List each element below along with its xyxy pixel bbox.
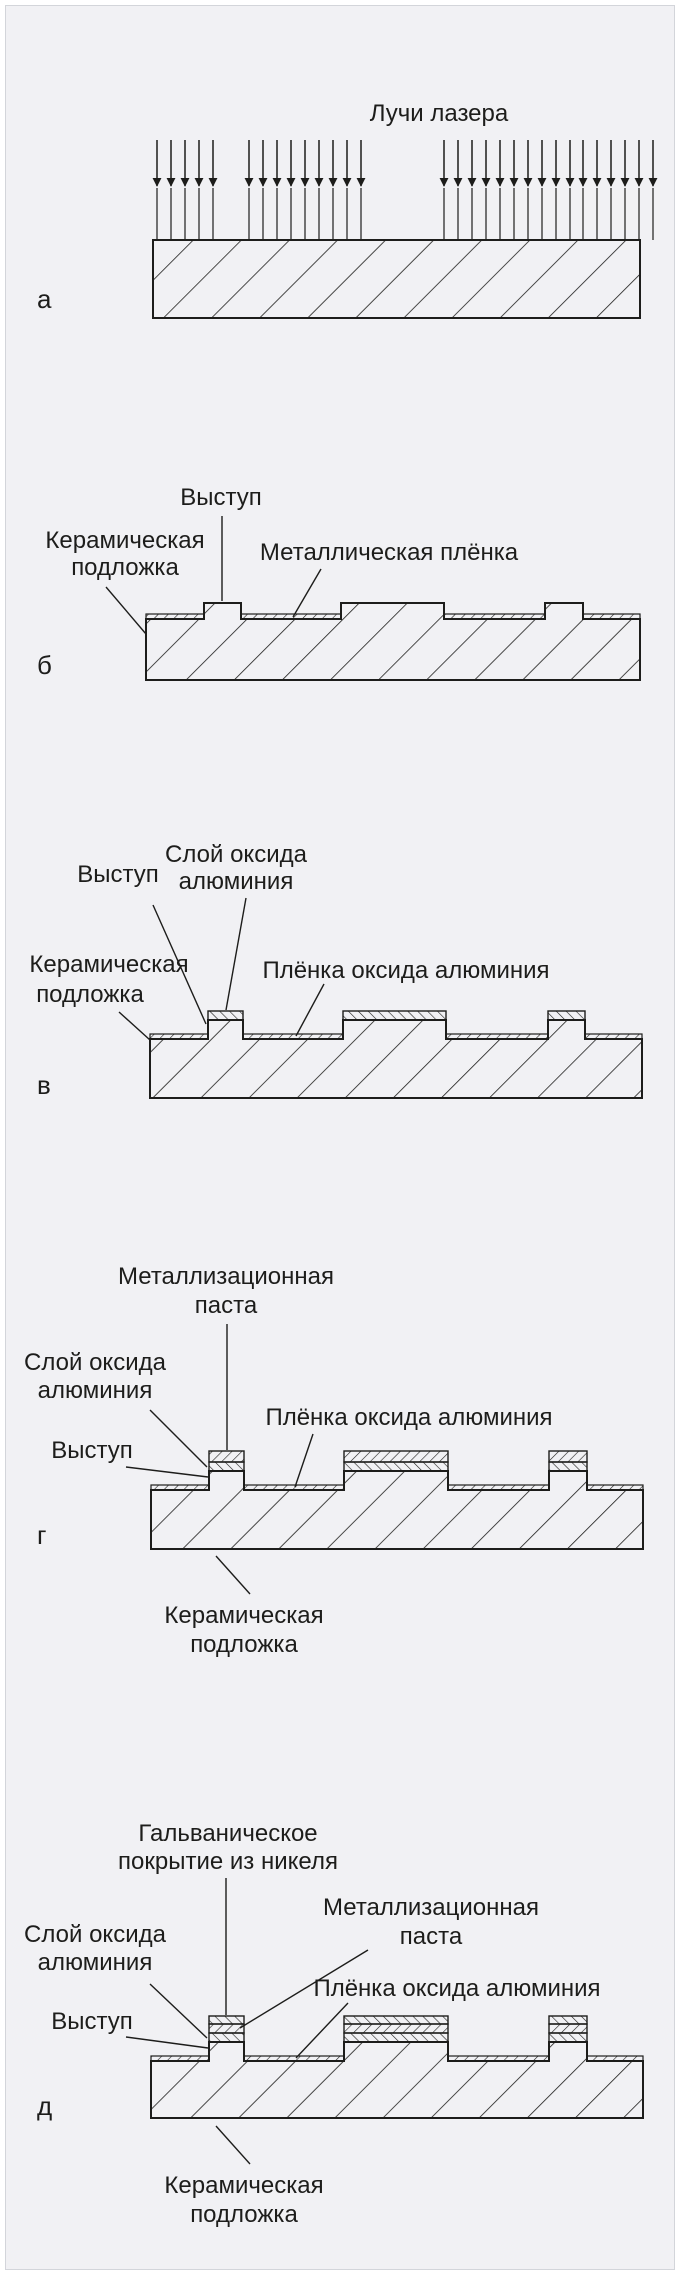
oxide-film-d (586, 1484, 644, 1491)
metallization-paste-d (548, 1450, 588, 1463)
metallization-paste-d (208, 1450, 245, 1463)
panel-d-tag: г (37, 1520, 46, 1550)
oxide-layer-c (342, 1010, 447, 1021)
metal-film-b (240, 613, 342, 620)
metal-film-b (145, 613, 205, 620)
metal-film-label-b: Металлическая плёнка (260, 539, 519, 566)
panel-b-tag: б (37, 650, 52, 680)
oxide-film-label-e: Плёнка оксида алюминия (313, 1975, 600, 2002)
nickel-plating-e (548, 2015, 588, 2025)
panel-e-tag: д (37, 2091, 52, 2121)
oxide-layer-label-d-line1: Слой оксида (24, 1349, 167, 1376)
laser-beams-label: Лучи лазера (370, 100, 509, 127)
oxide-layer-d (548, 1461, 588, 1472)
protrusion-label-b: Выступ (180, 484, 262, 511)
oxide-layer-label-c-line2: алюминия (179, 868, 294, 895)
ceramic-substrate-a (152, 239, 641, 319)
metallization-paste-e (208, 2023, 245, 2034)
ceramic-substrate-e (150, 2041, 644, 2119)
metallization-paste-e (343, 2023, 449, 2034)
panel-c-tag: в (37, 1070, 51, 1100)
oxide-film-e (586, 2055, 644, 2062)
substrate-label-b-line2: подложка (71, 554, 179, 581)
protrusion-label-e: Выступ (51, 2008, 133, 2035)
metallization-paste-d (343, 1450, 449, 1463)
paste-label-d-line1: Металлизационная (118, 1263, 334, 1290)
nickel-label-e-line1: Гальваническое (138, 1820, 317, 1847)
oxide-layer-d (208, 1461, 245, 1472)
protrusion-label-c: Выступ (77, 861, 159, 888)
oxide-film-d (243, 1484, 345, 1491)
oxide-film-e (243, 2055, 345, 2062)
oxide-film-label-c: Плёнка оксида алюминия (262, 957, 549, 984)
ceramic-substrate-d (150, 1470, 644, 1550)
substrate-label-e-line1: Керамическая (164, 2172, 323, 2199)
oxide-film-label-d: Плёнка оксида алюминия (265, 1404, 552, 1431)
ceramic-substrate-c (149, 1019, 643, 1099)
metallization-paste-e (548, 2023, 588, 2034)
laser-arrows (152, 140, 658, 240)
oxide-layer-e (343, 2032, 449, 2043)
oxide-film-d (150, 1484, 210, 1491)
substrate-label-d-line2: подложка (190, 1631, 298, 1658)
oxide-layer-d (343, 1461, 449, 1472)
oxide-film-d (447, 1484, 550, 1491)
nickel-plating-e (343, 2015, 449, 2025)
oxide-film-e (447, 2055, 550, 2062)
substrate-label-c-line2: подложка (36, 981, 144, 1008)
oxide-layer-c (547, 1010, 586, 1021)
panel-b: Выступ Керамическая подложка Металлическ… (37, 484, 641, 681)
panel-c: Слой оксида алюминия Выступ Керамическая… (29, 841, 643, 1100)
panel-d: Металлизационная паста Слой оксида алюми… (24, 1263, 644, 1658)
panel-a-tag: а (37, 284, 52, 314)
nickel-plating-e (208, 2015, 245, 2025)
substrate-label-c-line1: Керамическая (29, 951, 188, 978)
nickel-label-e-line2: покрытие из никеля (118, 1848, 338, 1875)
oxide-layer-label-c-line1: Слой оксида (165, 841, 308, 868)
metal-film-b (443, 613, 546, 620)
oxide-layer-e (208, 2032, 245, 2043)
oxide-film-e (150, 2055, 210, 2062)
oxide-layer-label-d-line2: алюминия (38, 1377, 153, 1404)
panel-e: Гальваническое покрытие из никеля Металл… (24, 1820, 644, 2228)
metal-film-b (582, 613, 641, 620)
leader-lines-d (125, 1324, 314, 1595)
leader-lines-c (118, 897, 325, 1041)
oxide-film-c (149, 1033, 209, 1040)
panel-a: Лучи лазера а (37, 100, 658, 319)
oxide-film-c (584, 1033, 643, 1040)
protrusion-label-d: Выступ (51, 1437, 133, 1464)
oxide-layer-c (207, 1010, 244, 1021)
oxide-layer-e (548, 2032, 588, 2043)
paste-label-d-line2: паста (195, 1292, 258, 1319)
paste-label-e-line2: паста (400, 1923, 463, 1950)
oxide-layer-label-e-line2: алюминия (38, 1949, 153, 1976)
ceramic-substrate-b (145, 602, 641, 681)
oxide-layer-label-e-line1: Слой оксида (24, 1921, 167, 1948)
oxide-film-c (445, 1033, 549, 1040)
paste-label-e-line1: Металлизационная (323, 1894, 539, 1921)
substrate-label-b-line1: Керамическая (45, 527, 204, 554)
substrate-label-d-line1: Керамическая (164, 1602, 323, 1629)
oxide-film-c (242, 1033, 344, 1040)
leader-lines-e (125, 1878, 369, 2165)
figure-frame (5, 5, 675, 2270)
leader-lines-b (105, 516, 322, 635)
substrate-label-e-line2: подложка (190, 2201, 298, 2228)
